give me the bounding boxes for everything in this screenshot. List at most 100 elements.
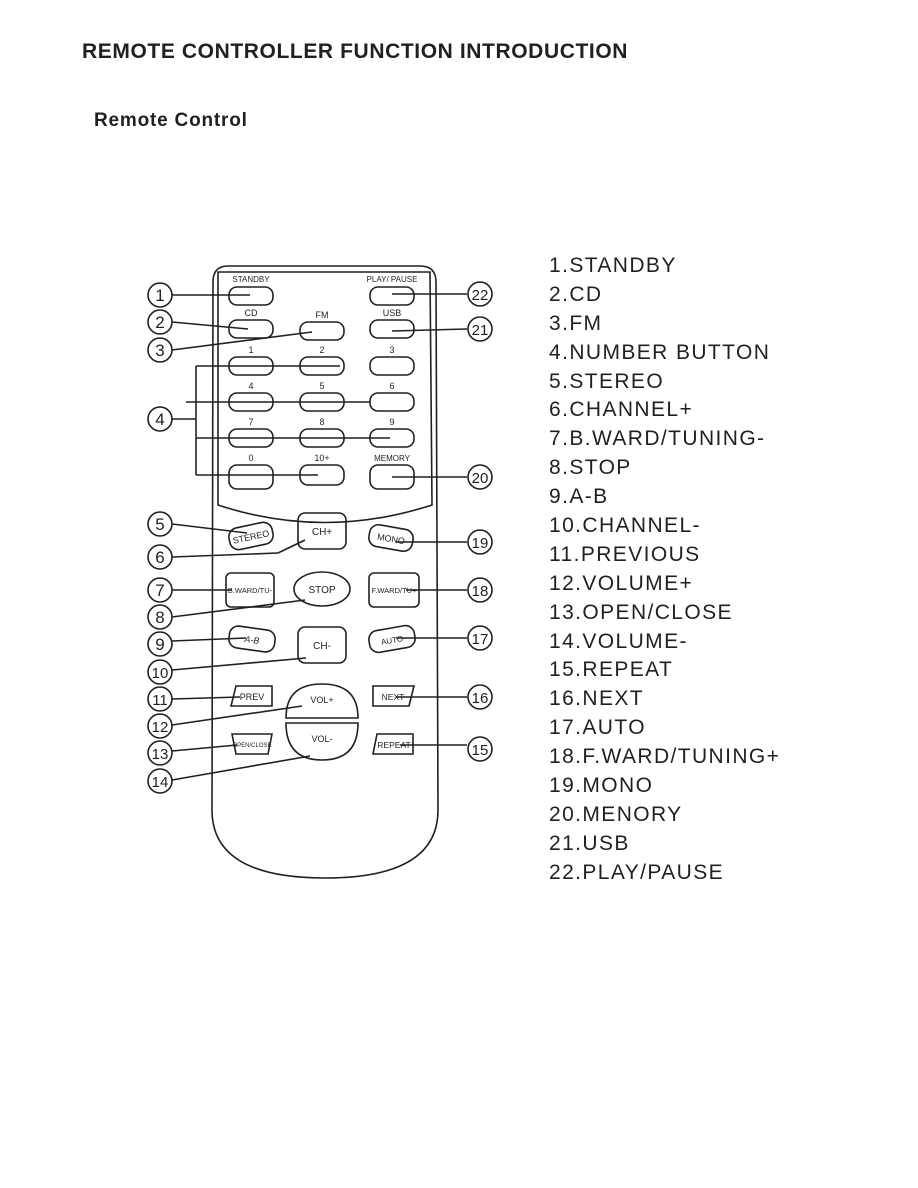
top-panel-outline xyxy=(217,271,433,524)
number-4-label: 4 xyxy=(248,381,253,391)
ch-plus-label: CH+ xyxy=(312,527,332,538)
fward-label: F.WARD/TU+ xyxy=(372,586,418,595)
play-pause-label: PLAY/ PAUSE xyxy=(367,275,418,284)
vol-minus-button[interactable] xyxy=(285,722,359,761)
ab-button[interactable] xyxy=(228,625,277,653)
legend-item: 21.USB xyxy=(549,831,630,855)
number-1-label: 1 xyxy=(248,345,253,355)
leader-line-5 xyxy=(171,523,248,534)
callout-number-1: 1 xyxy=(155,286,164,305)
callout-number-17: 17 xyxy=(472,631,489,648)
number-3-button[interactable] xyxy=(369,356,415,376)
fm-button[interactable] xyxy=(299,321,345,341)
repeat-button[interactable] xyxy=(372,733,414,755)
legend-item: 13.OPEN/CLOSE xyxy=(549,600,733,624)
legend-item: 17.AUTO xyxy=(549,716,646,740)
callout-circle-22 xyxy=(467,281,493,307)
callout-number-11: 11 xyxy=(152,692,168,709)
standby-label: STANDBY xyxy=(232,275,270,284)
callout-number-6: 6 xyxy=(155,548,164,567)
vol-plus-label: VOL+ xyxy=(310,695,333,705)
callout-number-2: 2 xyxy=(155,313,164,332)
bward-label: B.WARD/TU- xyxy=(228,586,273,595)
callout-number-20: 20 xyxy=(472,470,489,487)
repeat-label: REPEAT xyxy=(377,740,410,750)
number-6-button[interactable] xyxy=(369,392,415,412)
usb-label: USB xyxy=(383,308,402,318)
leader-line-6b xyxy=(277,539,306,554)
callout-circle-7 xyxy=(147,577,173,603)
number-7-label: 7 xyxy=(248,417,253,427)
cd-button[interactable] xyxy=(228,319,274,339)
callout-number-12: 12 xyxy=(152,719,169,736)
stereo-button[interactable] xyxy=(227,521,275,552)
number-0-label: 0 xyxy=(248,453,253,463)
callout-circle-21 xyxy=(467,316,493,342)
open-close-label: OPEN/CLOSE xyxy=(232,743,271,749)
prev-button[interactable] xyxy=(229,685,273,707)
leader-line-9 xyxy=(171,637,247,642)
legend-item: 7.B.WARD/TUNING- xyxy=(549,427,766,451)
callout-number-3: 3 xyxy=(155,341,164,360)
remote-body xyxy=(211,265,439,879)
callout-circle-18 xyxy=(467,577,493,603)
callout-number-15: 15 xyxy=(472,742,489,759)
number-0-button[interactable] xyxy=(228,464,274,490)
legend-item: 16.NEXT xyxy=(549,687,644,711)
callout-number-22: 22 xyxy=(472,287,489,304)
leader-bracket-4 xyxy=(172,365,390,476)
number-3-label: 3 xyxy=(389,345,394,355)
auto-button[interactable] xyxy=(367,624,416,654)
legend-item: 4.NUMBER BUTTON xyxy=(549,340,771,364)
callout-circle-3 xyxy=(147,337,173,363)
auto-label: AUTO xyxy=(380,634,403,647)
page-title: REMOTE CONTROLLER FUNCTION INTRODUCTION xyxy=(82,40,629,63)
legend-item: 18.F.WARD/TUNING+ xyxy=(549,745,781,769)
callout-circle-13 xyxy=(147,740,173,766)
legend-item: 12.VOLUME+ xyxy=(549,571,694,595)
leader-line-2 xyxy=(171,321,249,330)
number-2-label: 2 xyxy=(319,345,324,355)
open-close-button[interactable] xyxy=(231,733,273,755)
callout-circle-6 xyxy=(147,544,173,570)
callout-circle-4 xyxy=(147,406,173,432)
legend-item: 19.MONO xyxy=(549,774,654,798)
play-pause-button[interactable] xyxy=(369,286,415,306)
callout-number-14: 14 xyxy=(152,774,169,791)
next-button[interactable] xyxy=(372,685,416,707)
callout-number-4: 4 xyxy=(155,410,164,429)
stop-button[interactable] xyxy=(293,571,351,607)
standby-button[interactable] xyxy=(228,286,274,306)
mono-label: MONO xyxy=(376,532,405,547)
number-10plus-label: 10+ xyxy=(314,453,329,463)
cd-label: CD xyxy=(245,308,258,318)
callout-circle-8 xyxy=(147,604,173,630)
number-6-label: 6 xyxy=(389,381,394,391)
callout-number-13: 13 xyxy=(152,746,169,763)
callout-circle-5 xyxy=(147,511,173,537)
callout-circle-17 xyxy=(467,625,493,651)
leader-line-3 xyxy=(171,331,313,351)
prev-label: PREV xyxy=(240,692,265,702)
usb-button[interactable] xyxy=(369,319,415,339)
number-9-label: 9 xyxy=(389,417,394,427)
callout-number-21: 21 xyxy=(472,322,489,339)
ch-plus-button[interactable] xyxy=(297,512,347,550)
callout-circle-10 xyxy=(147,659,173,685)
legend-item: 10.CHANNEL- xyxy=(549,514,701,538)
callout-number-10: 10 xyxy=(152,665,169,682)
legend-item: 14.VOLUME- xyxy=(549,629,688,653)
leader-line-12 xyxy=(171,705,303,726)
callout-number-16: 16 xyxy=(472,690,489,707)
leader-line-13 xyxy=(171,744,238,752)
callout-circle-20 xyxy=(467,464,493,490)
vol-plus-button[interactable] xyxy=(285,683,359,719)
legend-item: 1.STANDBY xyxy=(549,254,677,277)
ch-minus-button[interactable] xyxy=(297,626,347,664)
callout-circle-2 xyxy=(147,309,173,335)
leader-line-14 xyxy=(171,755,311,781)
ab-label: A-B xyxy=(243,634,260,646)
callout-circle-12 xyxy=(147,713,173,739)
callout-circle-11 xyxy=(147,686,173,712)
